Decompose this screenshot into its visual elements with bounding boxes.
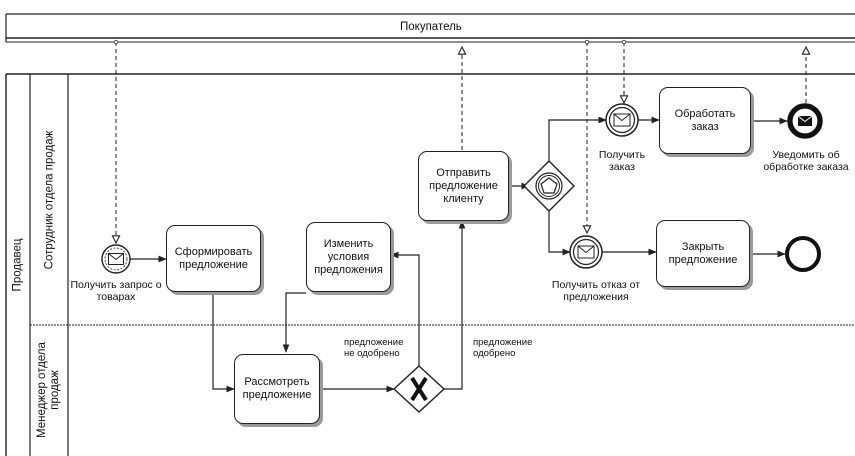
buyer-pool <box>5 13 855 43</box>
label-approved: предложение одобрено <box>473 337 533 359</box>
label-receive-refusal: Получить отказ от предложения <box>551 279 641 303</box>
lane-label-sales-manager: Менеджер отдела продаж <box>36 342 61 438</box>
intermediate-event-order <box>605 103 639 137</box>
task-process-order[interactable]: Обработать заказ <box>659 87 751 154</box>
seller-pool-label: Продавец <box>11 238 24 292</box>
seller-pool <box>5 73 855 456</box>
label-notify-processing: Уведомить об обработке заказа <box>763 149 849 173</box>
end-event-close <box>785 236 821 272</box>
pentagon-icon <box>540 177 558 194</box>
task-form-offer[interactable]: Сформировать предложение <box>166 225 261 292</box>
label-not-approved: предложение не одобрено <box>344 337 404 359</box>
label-receive-request: Получить запрос о товарах <box>70 279 162 303</box>
task-send-offer[interactable]: Отправить предложение клиенту <box>418 151 509 221</box>
event-based-gateway <box>523 160 575 212</box>
start-event-request <box>101 244 131 274</box>
message-flows <box>116 42 806 243</box>
task-close-offer[interactable]: Закрыть предложение <box>656 220 750 287</box>
buyer-pool-label: Покупатель <box>400 21 462 33</box>
end-event-notify <box>787 103 823 139</box>
exclusive-gateway <box>392 365 446 413</box>
task-review-offer[interactable]: Рассмотреть предложение <box>234 354 320 424</box>
sequence-flows <box>130 116 788 393</box>
task-change-terms[interactable]: Изменить условия предложения <box>306 222 391 292</box>
label-receive-order: Получить заказ <box>598 149 646 173</box>
lane-label-sales-employee: Сотрудник отдела продаж <box>43 130 56 270</box>
intermediate-event-refusal <box>569 235 603 269</box>
